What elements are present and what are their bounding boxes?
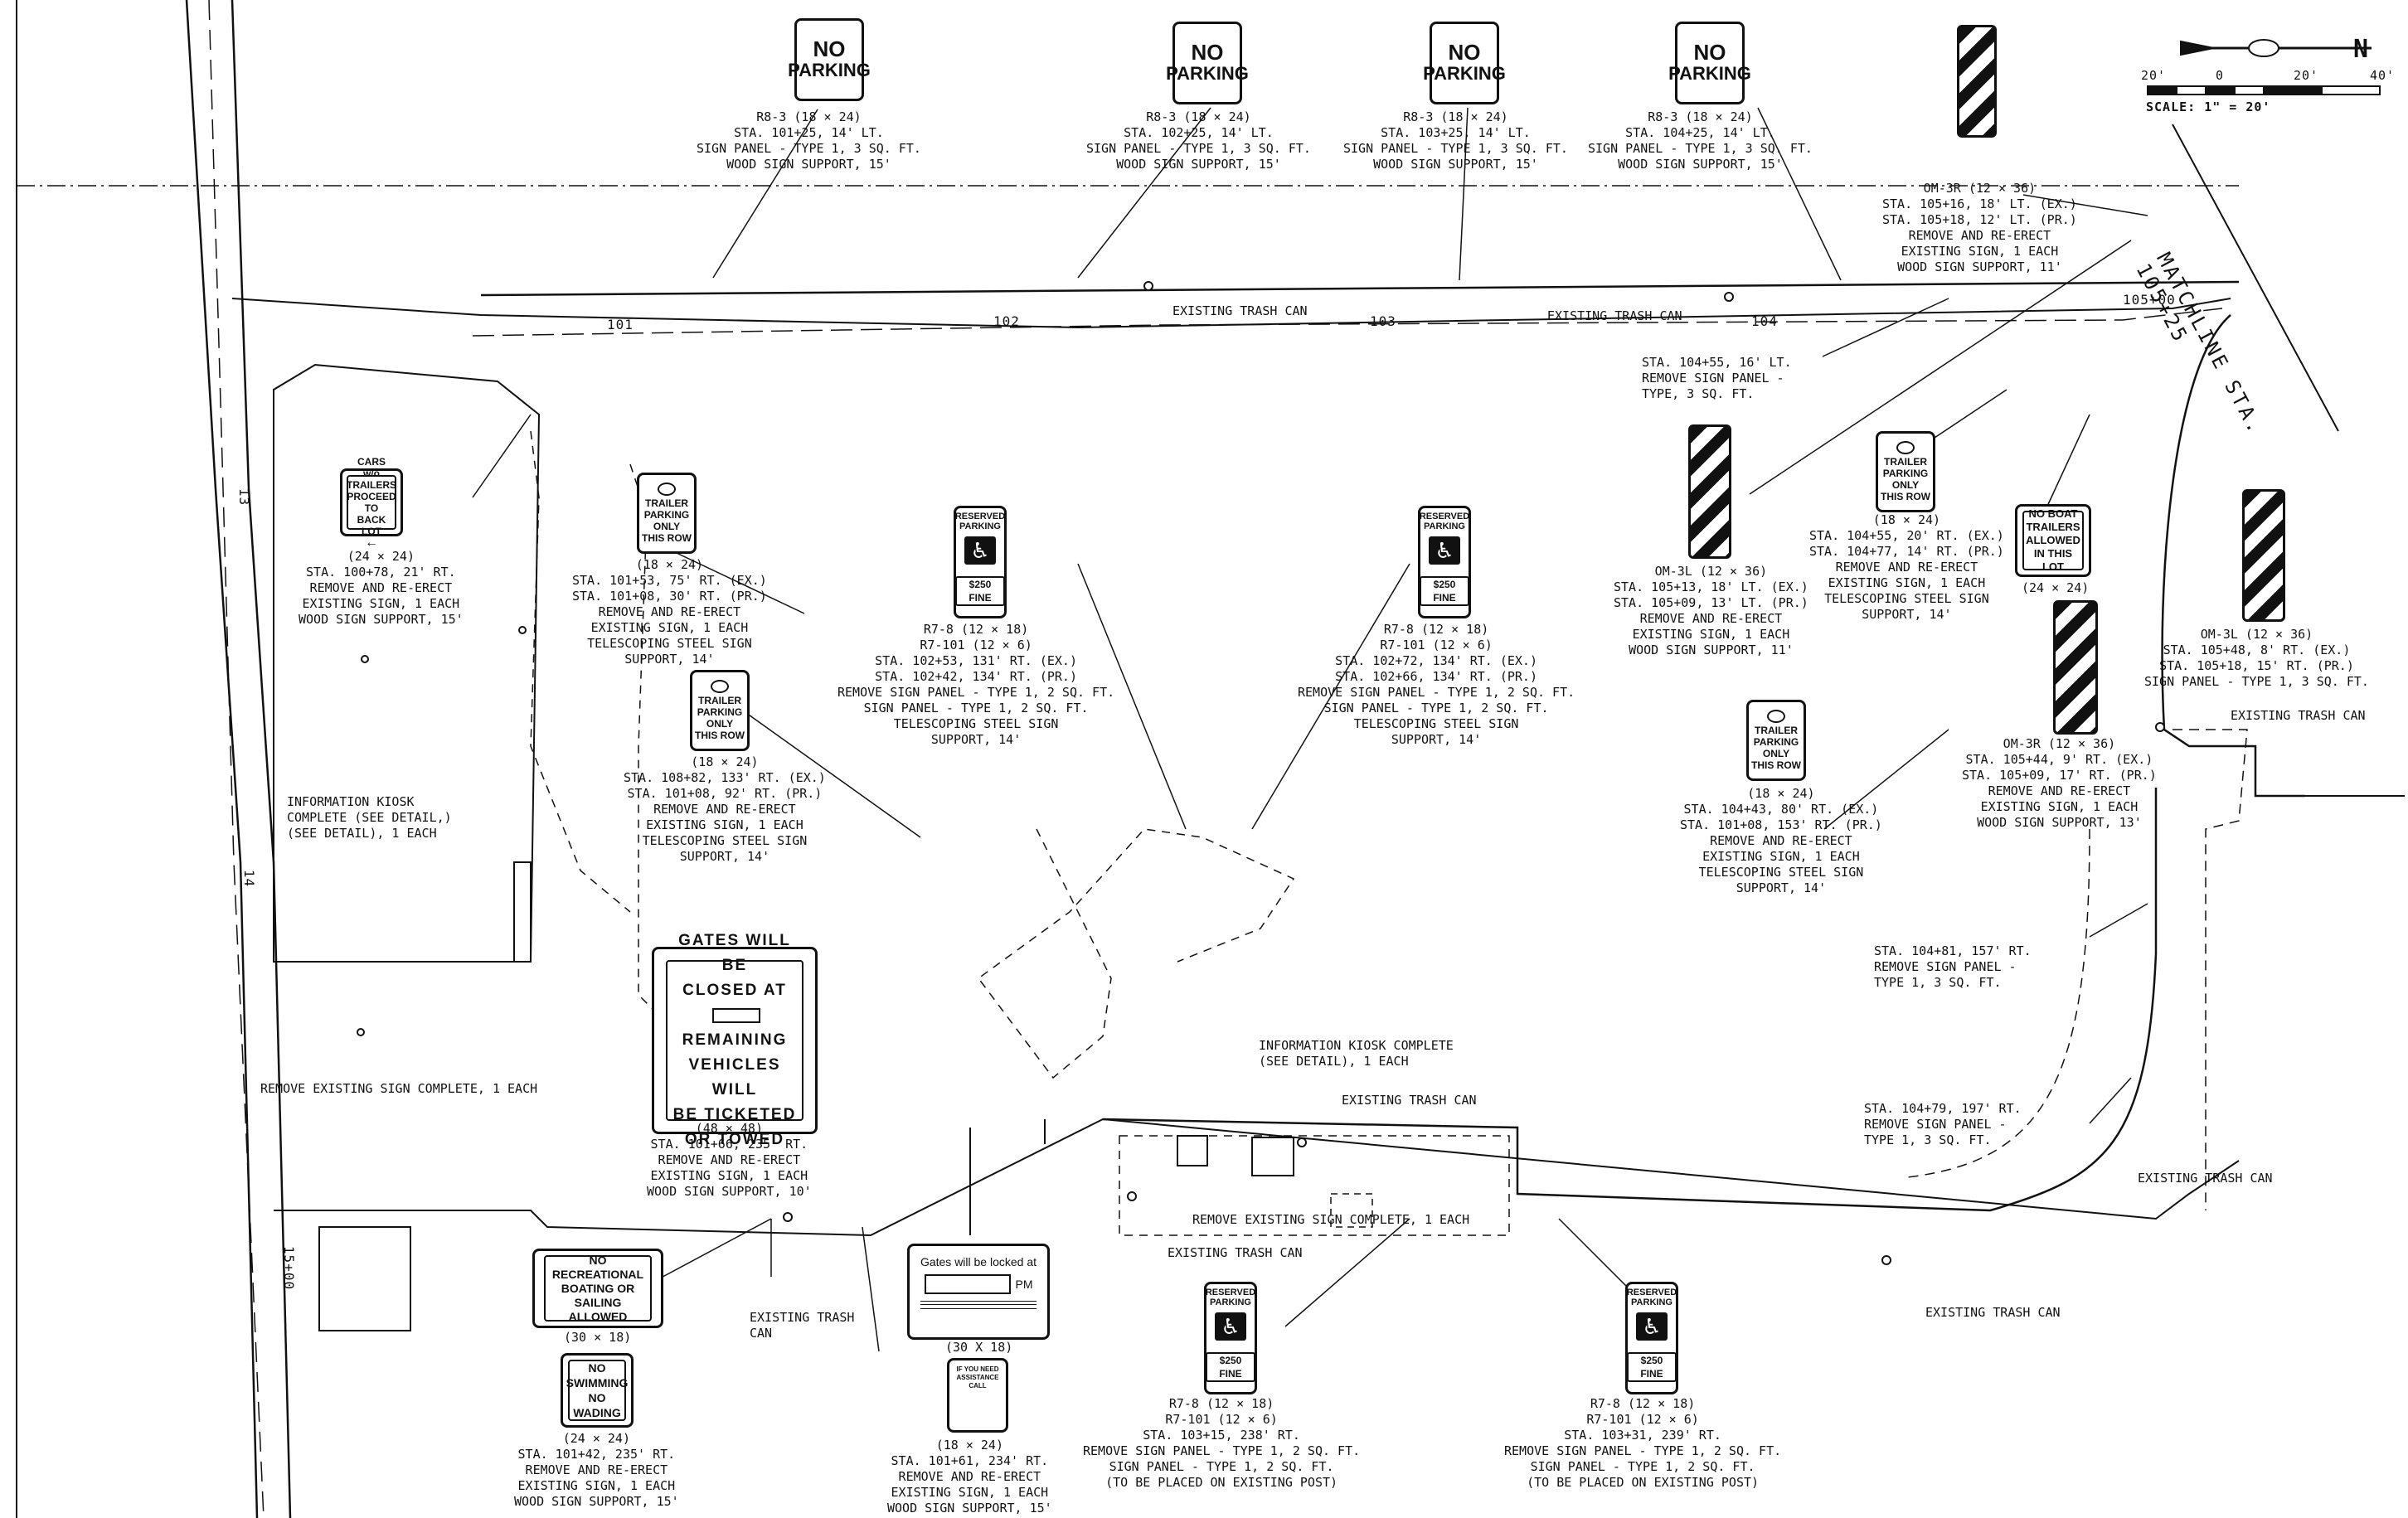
agency-logo-icon — [658, 483, 676, 496]
scale-tick: 20' — [2141, 68, 2167, 83]
sign-note-np1: R8-3 (18 × 24)STA. 101+25, 14' LT.SIGN P… — [697, 109, 921, 172]
agency-logo-icon — [711, 680, 729, 693]
trash-can-label: EXISTING TRASH CAN — [2231, 708, 2366, 723]
trash-can-label: EXISTING TRASH CAN — [2138, 1171, 2273, 1186]
fine-print-rule — [920, 1301, 1037, 1305]
station-label: 13 — [236, 487, 253, 507]
time-blank-box — [711, 1007, 760, 1023]
scale-tick: 40' — [2370, 68, 2396, 83]
sign-note-om3l-mid: OM-3L (12 × 36)STA. 105+13, 18' LT. (EX.… — [1614, 564, 1808, 657]
station-label: 105+00 — [2123, 292, 2176, 308]
sign-note-res3: R7-8 (12 × 18)R7-101 (12 × 6)STA. 103+15… — [1083, 1396, 1361, 1490]
remove-sign-label: REMOVE EXISTING SIGN COMPLETE, 1 EACH — [1192, 1212, 1470, 1227]
sign-note-noboat: (24 × 24) — [2022, 580, 2090, 595]
object-marker-sign — [1957, 25, 1997, 138]
object-marker-sign — [2242, 489, 2285, 622]
trash-can-label: EXISTING TRASH CAN — [1547, 308, 1682, 323]
station-label: 104 — [1751, 313, 1778, 329]
sign-note-res2: R7-8 (12 × 18)R7-101 (12 × 6)STA. 102+72… — [1298, 622, 1575, 747]
scale-tick: 0 — [2216, 68, 2225, 83]
agency-logo-icon — [1767, 710, 1785, 723]
sign-note-trl1: (18 × 24)STA. 101+53, 75' RT. (EX.)STA. … — [572, 557, 767, 667]
remove-panel-note: STA. 104+81, 157' RT.REMOVE SIGN PANEL -… — [1874, 943, 2032, 990]
trash-can-label: EXISTING TRASH CAN — [1925, 1305, 2061, 1320]
sign-note-om3l-right: OM-3L (12 × 36)STA. 105+48, 8' RT. (EX.)… — [2144, 627, 2369, 689]
arrow-left-icon: ← — [365, 536, 378, 550]
sign-note-res1: R7-8 (12 × 18)R7-101 (12 × 6)STA. 102+53… — [837, 622, 1115, 747]
kiosk-note: INFORMATION KIOSK COMPLETE(SEE DETAIL), … — [1259, 1038, 1454, 1069]
sign-note-assist: (18 × 24)STA. 101+61, 234' RT.REMOVE AND… — [887, 1438, 1052, 1516]
remove-sign-label: REMOVE EXISTING SIGN COMPLETE, 1 EACH — [260, 1081, 538, 1096]
station-label: 102 — [993, 313, 1020, 329]
sign-note-noswim: (24 × 24)STA. 101+42, 235' RT.REMOVE AND… — [514, 1431, 679, 1509]
remove-panel-note: STA. 104+79, 197' RT.REMOVE SIGN PANEL -… — [1864, 1101, 2022, 1147]
station-label: 103 — [1370, 313, 1396, 329]
sign-note-trl2: (18 × 24)STA. 108+82, 133' RT. (EX.)STA.… — [624, 754, 826, 864]
scale-tick: 20' — [2294, 68, 2319, 83]
sign-note-np2: R8-3 (18 × 24)STA. 102+25, 14' LT.SIGN P… — [1086, 109, 1311, 172]
sign-note-trl4: (18 × 24)STA. 104+43, 80' RT. (EX.)STA. … — [1680, 786, 1882, 895]
sign-note-locked: (30 X 18) — [945, 1340, 1013, 1355]
accessible-icon: ♿ — [1215, 1312, 1246, 1341]
accessible-icon: ♿ — [1429, 536, 1460, 565]
sign-note-norec: (30 × 18) — [564, 1330, 632, 1345]
sign-note-gates: (48 × 48)STA. 101+66, 235' RT.REMOVE AND… — [647, 1121, 812, 1199]
object-marker-sign — [2053, 600, 2098, 735]
sign-note-om3r-top: OM-3R (12 × 36)STA. 105+16, 18' LT. (EX.… — [1882, 181, 2077, 274]
sign-note-np4: R8-3 (18 × 24)STA. 104+25, 14' LT.SIGN P… — [1588, 109, 1813, 172]
object-marker-sign — [1688, 424, 1731, 559]
scale-text: SCALE: 1" = 20' — [2146, 99, 2271, 114]
sign-note-cars: (24 × 24)STA. 100+78, 21' RT.REMOVE AND … — [299, 549, 464, 627]
remove-panel-note: STA. 104+55, 16' LT.REMOVE SIGN PANEL -T… — [1642, 355, 1792, 401]
accessible-icon: ♿ — [964, 536, 996, 565]
sign-note-res4: R7-8 (12 × 18)R7-101 (12 × 6)STA. 103+31… — [1504, 1396, 1782, 1490]
sign-note-om3r-right: OM-3R (12 × 36)STA. 105+44, 9' RT. (EX.)… — [1962, 736, 2157, 830]
trash-can-label: EXISTING TRASH CAN — [1168, 1245, 1303, 1260]
time-blank-box — [924, 1274, 1011, 1294]
accessible-icon: ♿ — [1636, 1312, 1668, 1341]
trash-can-label: EXISTING TRASH CAN — [1172, 303, 1308, 318]
fine-print-rule — [920, 1308, 1037, 1312]
sign-note-np3: R8-3 (18 × 24)STA. 103+25, 14' LT.SIGN P… — [1343, 109, 1568, 172]
station-label: 14 — [241, 869, 258, 888]
station-label: 101 — [607, 317, 634, 332]
sign-note-trl3: (18 × 24)STA. 104+55, 20' RT. (EX.)STA. … — [1809, 512, 2004, 622]
station-label: 15+00 — [281, 1245, 298, 1291]
trash-can-label: EXISTING TRASH CAN — [1342, 1093, 1477, 1108]
north-arrow-icon: N — [2353, 35, 2370, 64]
agency-logo-icon — [1896, 441, 1915, 454]
